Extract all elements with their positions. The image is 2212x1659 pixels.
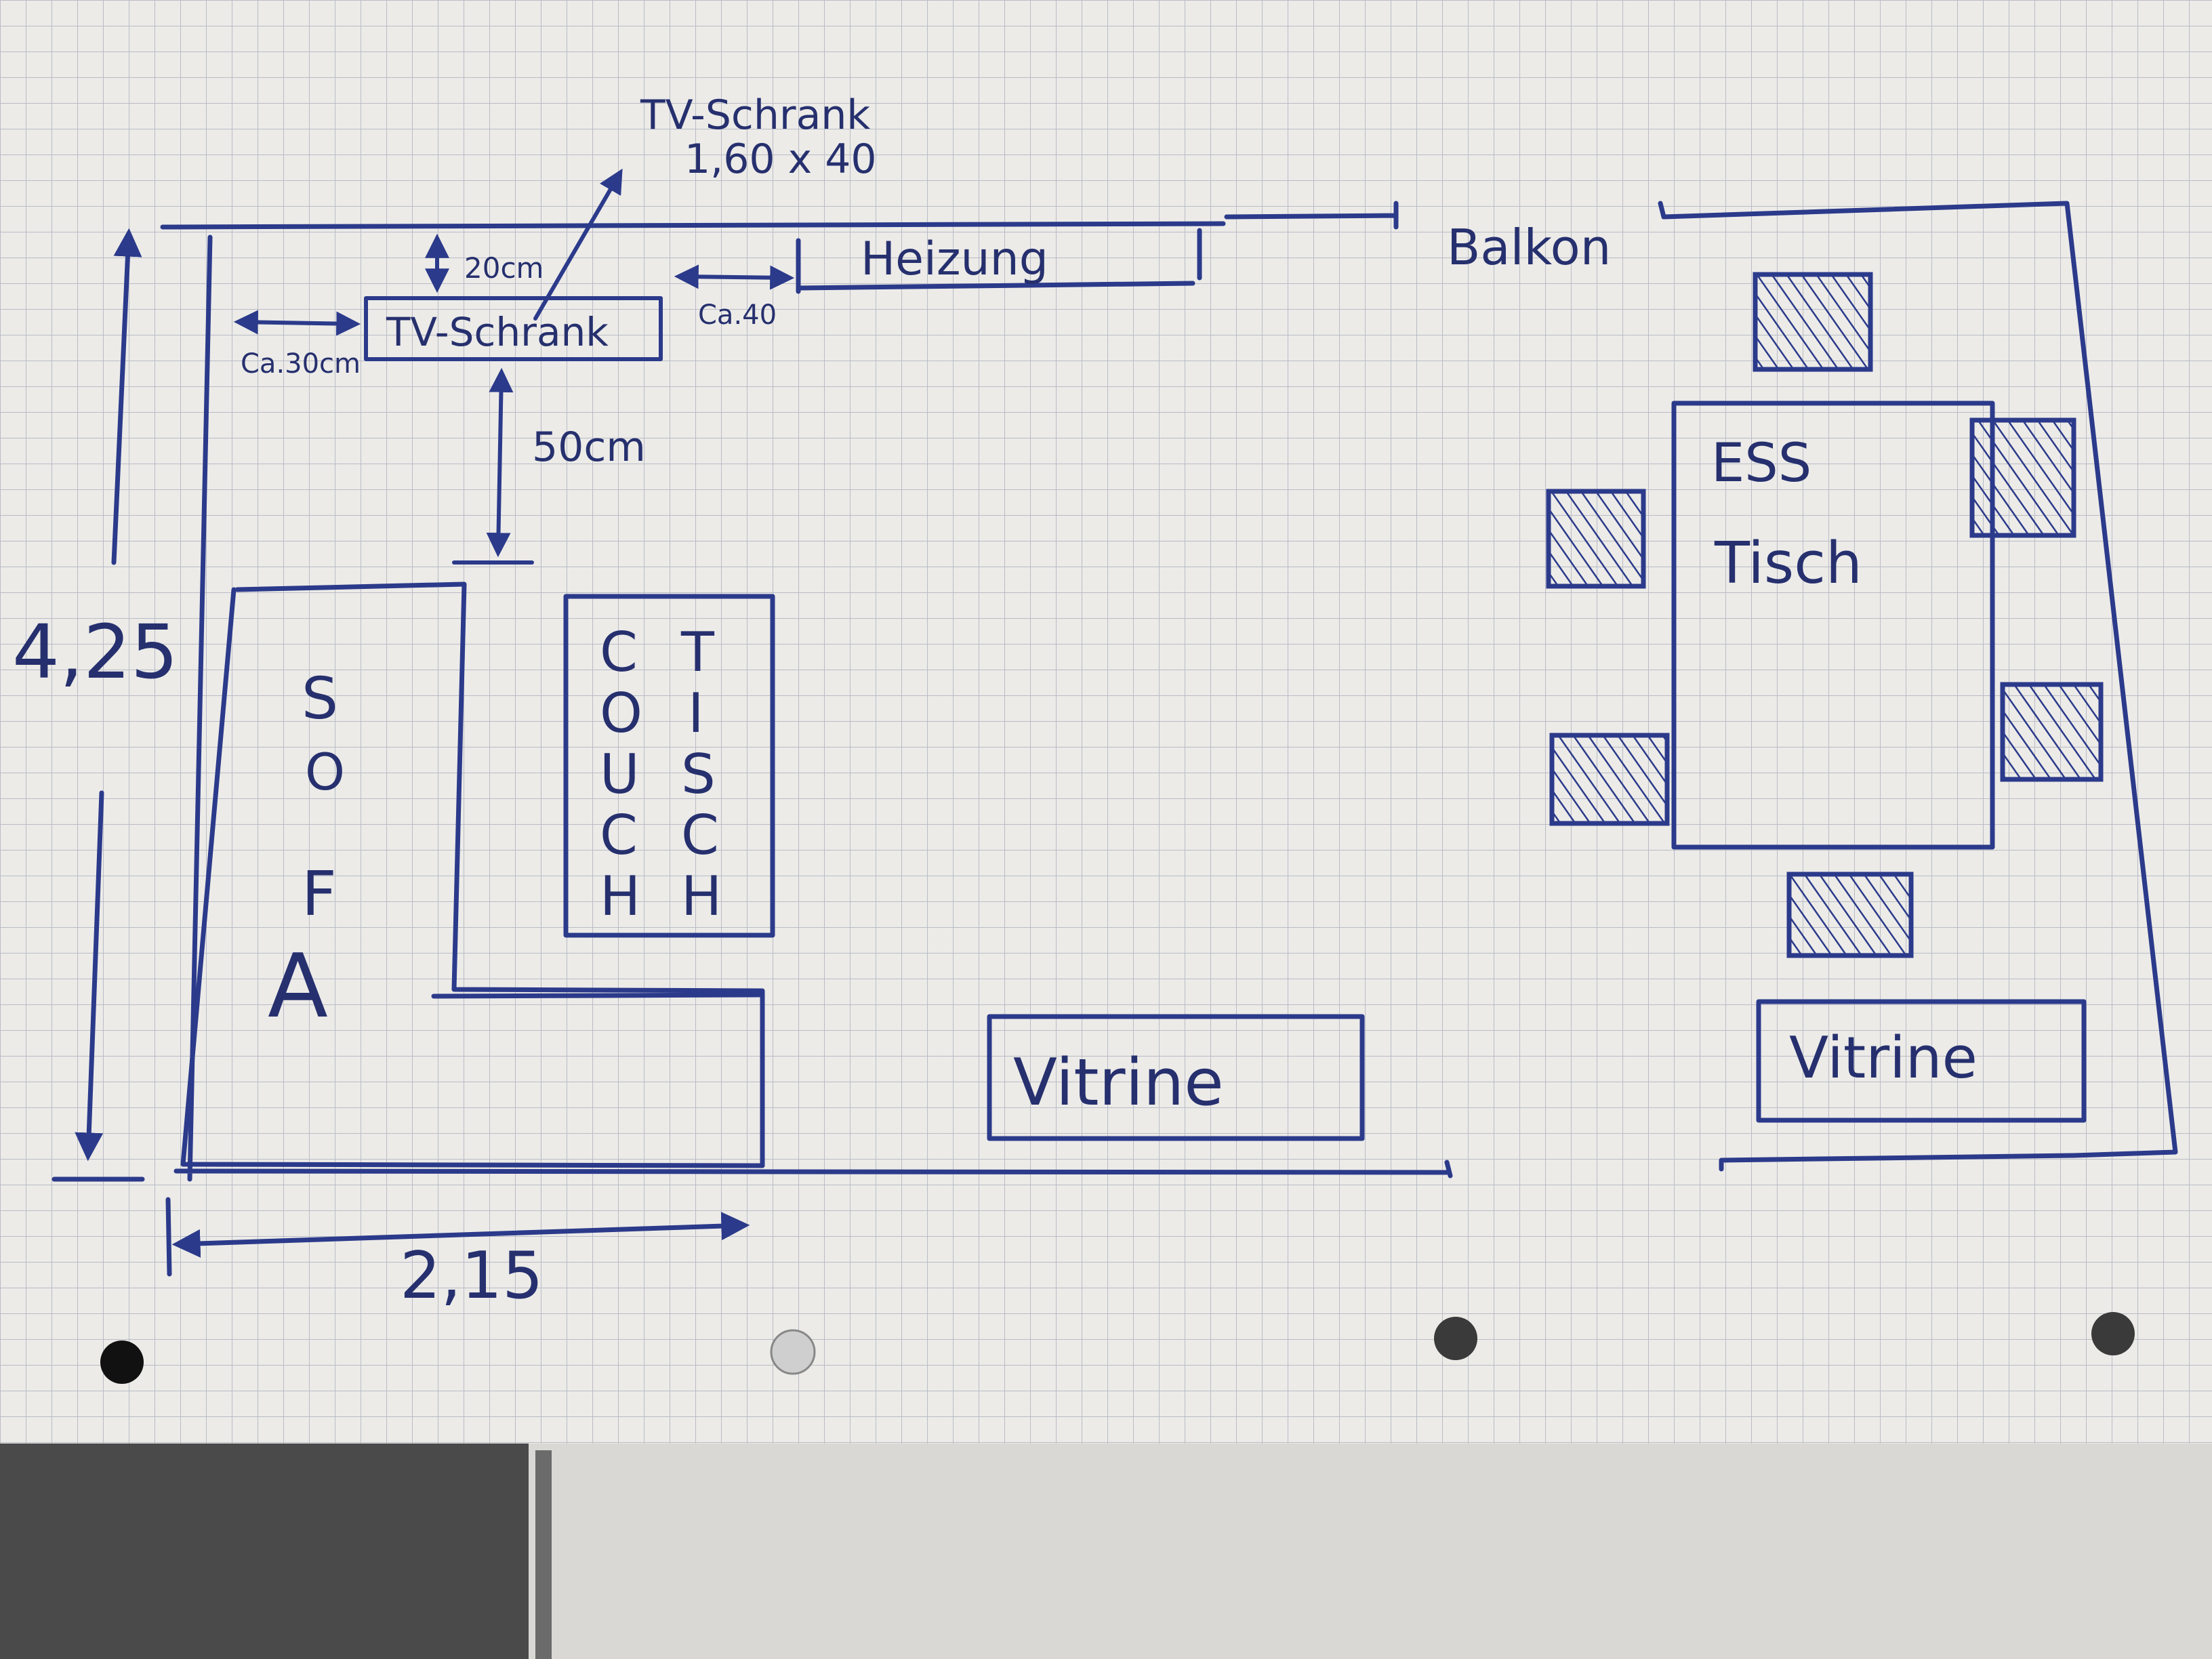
gap-right-label: Ca.40 bbox=[698, 300, 777, 331]
sofa bbox=[180, 581, 765, 1168]
display-cabinet-left-label: Vitrine bbox=[1013, 1046, 1224, 1120]
chair bbox=[2000, 682, 2104, 782]
tisch-letter: T bbox=[680, 621, 715, 684]
chair bbox=[1546, 489, 1646, 589]
chair bbox=[1969, 417, 2076, 538]
dining-table-label-2: Tisch bbox=[1714, 530, 1862, 597]
dining-table-label-1: ESS bbox=[1711, 433, 1811, 494]
tv-cabinet bbox=[364, 296, 663, 361]
gap-below-label: 50cm bbox=[532, 424, 646, 471]
chair bbox=[1786, 872, 1914, 958]
width-dimension-line bbox=[171, 1212, 750, 1258]
gap-below-arrow bbox=[452, 367, 534, 565]
tisch-letter: H bbox=[681, 865, 722, 928]
balcony-label: Balkon bbox=[1447, 219, 1611, 276]
couch-letter: C bbox=[600, 621, 638, 684]
tisch-letter: S bbox=[681, 743, 716, 806]
desk-edge bbox=[535, 1450, 552, 1659]
display-cabinet-right bbox=[1756, 999, 2087, 1123]
note-tv-size: 1,60 x 40 bbox=[684, 136, 877, 183]
sofa-letter: F bbox=[302, 859, 337, 930]
couch-letter: U bbox=[600, 743, 640, 806]
note-tv-schrank: TV-Schrank bbox=[640, 91, 870, 139]
height-dimension-line bbox=[52, 234, 142, 1179]
display-cabinet-right-label: Vitrine bbox=[1789, 1025, 1978, 1092]
note-arrow bbox=[533, 168, 623, 321]
width-label: 2,15 bbox=[400, 1239, 544, 1313]
desk-paper-corner bbox=[529, 1430, 2212, 1659]
gap-right-arrow bbox=[674, 264, 795, 290]
dining-chairs bbox=[1546, 272, 2104, 958]
punch-hole bbox=[2091, 1312, 2135, 1355]
sofa-letter: O bbox=[305, 742, 345, 802]
punch-hole bbox=[1434, 1317, 1477, 1360]
chair bbox=[1549, 733, 1670, 826]
couch-table bbox=[563, 594, 775, 938]
tisch-letter: I bbox=[688, 682, 704, 745]
gap-top-label: 20cm bbox=[464, 251, 544, 285]
heater bbox=[796, 228, 1202, 294]
punch-hole bbox=[100, 1340, 144, 1384]
graph-grid bbox=[0, 0, 2212, 1443]
tisch-letter: C bbox=[681, 804, 719, 867]
couch-letter: O bbox=[600, 682, 642, 745]
display-cabinet-left bbox=[987, 1014, 1365, 1141]
punch-hole bbox=[770, 1329, 816, 1375]
heater-label: Heizung bbox=[861, 232, 1048, 286]
tv-cabinet-label: TV-Schrank bbox=[386, 309, 609, 355]
dining-table bbox=[1671, 401, 1995, 850]
sofa-letter: S bbox=[302, 665, 338, 733]
room-walls bbox=[160, 201, 2178, 1277]
chair bbox=[1753, 272, 1873, 372]
sofa-letter: A bbox=[268, 935, 328, 1038]
gap-left-label: Ca.30cm bbox=[241, 348, 361, 380]
height-label: 4,25 bbox=[12, 609, 178, 695]
couch-letter: C bbox=[600, 804, 638, 867]
gap-left-arrow bbox=[233, 310, 361, 336]
couch-letter: H bbox=[600, 865, 640, 928]
